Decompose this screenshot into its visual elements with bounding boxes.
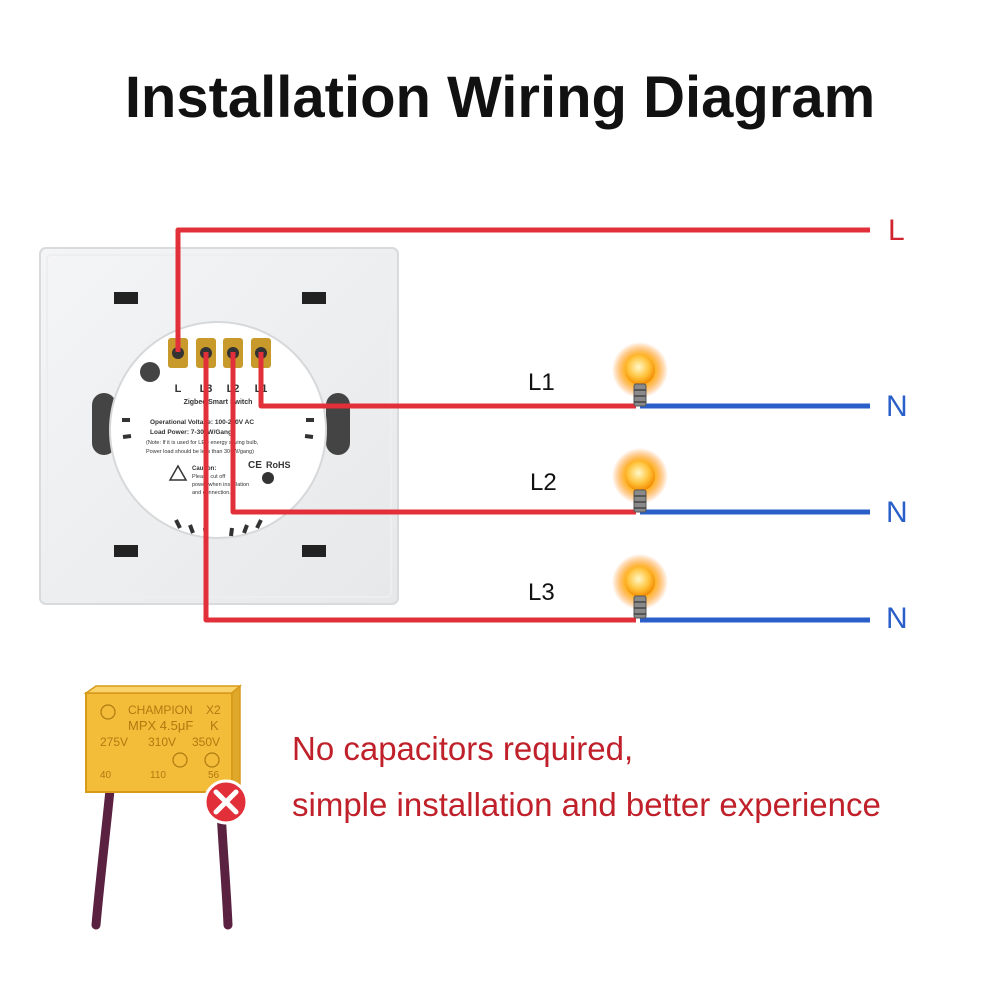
light-bulb-icon xyxy=(612,448,668,513)
output-wire-l1 xyxy=(258,352,636,409)
cross-mark-icon xyxy=(203,779,249,825)
module-screw xyxy=(140,362,160,382)
cert-mark-icon xyxy=(204,752,220,768)
mount-slot xyxy=(114,292,138,304)
mount-slot xyxy=(302,545,326,557)
capacitor-tolerance: K xyxy=(210,718,219,733)
capacitor-voltage: 275V xyxy=(100,735,128,749)
terminal-label: L xyxy=(175,383,182,395)
spec-load: Load Power: 7-300W/Gang xyxy=(150,429,232,436)
rohs-mark: RoHS xyxy=(266,460,291,470)
spec-note: (Note: If it is used for LED energy savi… xyxy=(146,440,259,446)
caution-text: power when installation xyxy=(192,482,249,488)
capacitor-voltage: 350V xyxy=(192,735,220,749)
capacitor-code: 56 xyxy=(208,770,220,781)
module-brand-text: Zigbee Smart Switch xyxy=(184,399,253,406)
capacitor-brand: CHAMPION xyxy=(128,703,193,717)
capacitor-illustration: CHAMPION X2 MPX 4.5μF K 275V 310V 350V 4… xyxy=(83,684,242,930)
neutral-label-2: N xyxy=(886,496,908,529)
cert-mark-icon xyxy=(100,704,116,720)
light-bulb-icon xyxy=(612,554,668,619)
output-wire-l3 xyxy=(203,352,636,623)
neutral-label-3: N xyxy=(886,602,908,635)
output-label-l2: L2 xyxy=(530,469,557,496)
switch-module xyxy=(109,321,327,539)
capacitor-class: X2 xyxy=(206,703,221,717)
caution-text: and connection. xyxy=(192,490,231,496)
spec-note: Power load should be less than 300W/gang… xyxy=(146,449,254,455)
vent-ticks xyxy=(122,418,314,537)
spec-voltage: Operational Voltage: 100-240V AC xyxy=(150,419,254,426)
screw-slot xyxy=(326,393,350,455)
capacitor-code: 40 xyxy=(100,770,112,781)
switch-back-panel: L L3 L2 L1 Zigbee Smart Switch Operation… xyxy=(39,247,399,605)
mount-slot xyxy=(114,545,138,557)
cert-mark-icon xyxy=(172,752,188,768)
caution-text: Please cut off xyxy=(192,474,226,480)
output-label-l3: L3 xyxy=(528,579,555,606)
output-wire-l2 xyxy=(230,352,636,515)
live-wire xyxy=(175,227,870,352)
note-line-1: No capacitors required, xyxy=(292,730,634,767)
neutral-label-1: N xyxy=(886,390,908,423)
capacitor-code: 110 xyxy=(150,770,166,781)
warning-icon xyxy=(168,464,188,481)
light-bulb-icon xyxy=(612,342,668,407)
ce-mark: CE xyxy=(248,460,262,471)
capacitor-model: MPX 4.5μF xyxy=(128,718,193,733)
capacitor-voltage: 310V xyxy=(148,735,176,749)
output-label-l1: L1 xyxy=(528,369,555,396)
live-label: L xyxy=(888,214,905,247)
capacitor-lead xyxy=(91,785,115,930)
page-title: Installation Wiring Diagram xyxy=(124,65,876,130)
note-line-2: simple installation and better experienc… xyxy=(292,786,881,823)
mount-slot xyxy=(302,292,326,304)
zigbee-icon xyxy=(262,472,274,484)
